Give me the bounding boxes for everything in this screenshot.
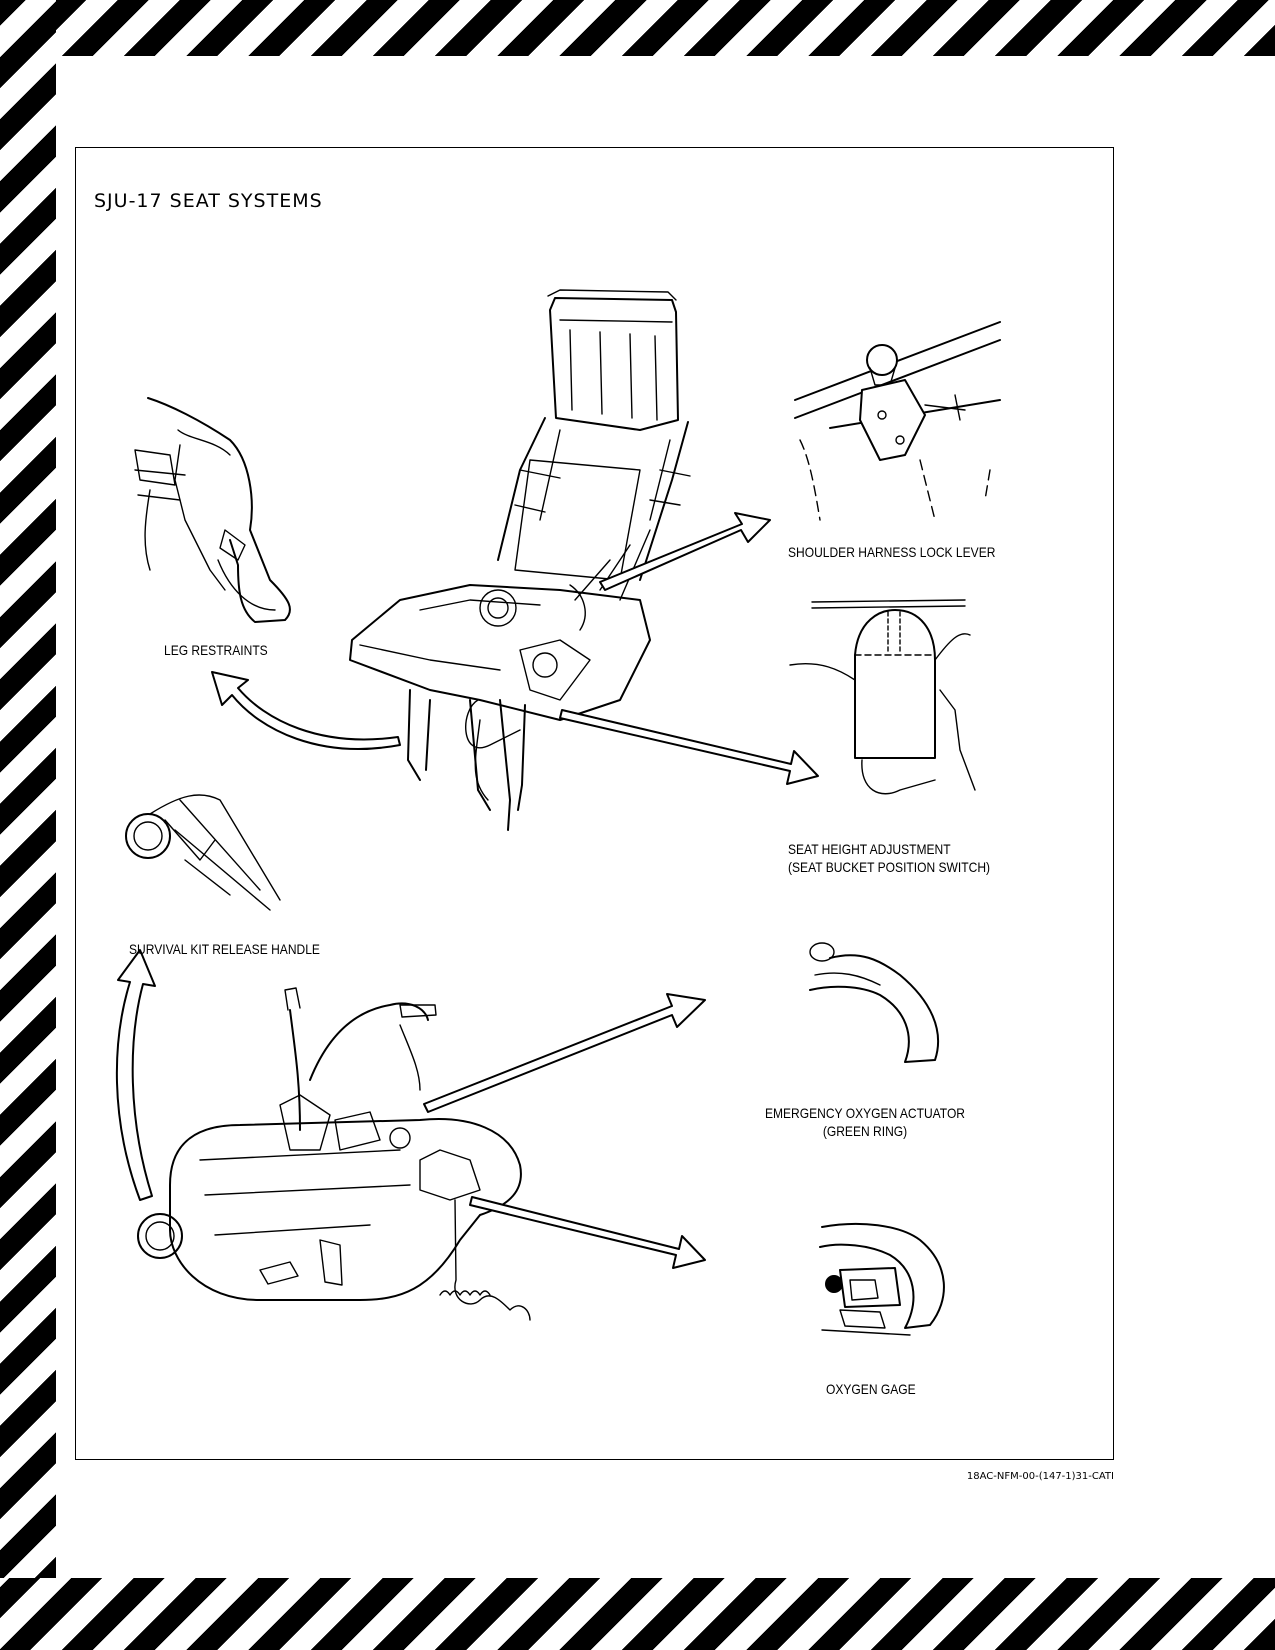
- survival-kit-handle-drawing: [125, 794, 281, 911]
- figure-title: SJU-17 SEAT SYSTEMS: [94, 190, 323, 212]
- shoulder-harness-drawing: [794, 321, 1001, 521]
- callout-emergency-oxygen-line2: (GREEN RING): [822, 1123, 908, 1139]
- document-id: 18AC-NFM-00-(147-1)31-CATI: [966, 1471, 1114, 1482]
- oxygen-gage-drawing: [819, 1222, 945, 1336]
- callout-oxygen-gage: OXYGEN GAGE: [826, 1381, 916, 1397]
- callout-seat-height-line2: (SEAT BUCKET POSITION SWITCH): [788, 859, 991, 875]
- survival-kit-drawing: [137, 987, 531, 1321]
- page-sheet: [56, 56, 1275, 1578]
- arrow-shoulder-harness: [599, 512, 771, 591]
- callout-emergency-oxygen-actuator: EMERGENCY OXYGEN ACTUATOR (GREEN RING): [758, 1104, 973, 1140]
- hazard-border-top: [0, 0, 1275, 56]
- arrow-seat-height: [559, 709, 819, 785]
- arrow-survival-kit: [115, 949, 156, 1201]
- callout-emergency-oxygen-line1: EMERGENCY OXYGEN ACTUATOR: [764, 1105, 966, 1121]
- hazard-border-bottom: [0, 1578, 1275, 1650]
- arrow-leg-restraints: [211, 671, 401, 750]
- arrow-emergency-oxygen: [423, 993, 706, 1113]
- callout-shoulder-harness-lock-lever: SHOULDER HARNESS LOCK LEVER: [788, 544, 996, 560]
- callout-survival-kit-release-handle: SURVIVAL KIT RELEASE HANDLE: [129, 941, 320, 957]
- leg-restraints-drawing: [134, 397, 291, 623]
- callout-leg-restraints: LEG RESTRAINTS: [164, 642, 268, 658]
- figure-frame: [75, 147, 1114, 1460]
- hazard-border-left: [0, 0, 56, 1650]
- arrow-oxygen-gage: [469, 1196, 706, 1269]
- callout-seat-height-line1: SEAT HEIGHT ADJUSTMENT: [788, 841, 951, 857]
- emergency-oxygen-drawing: [809, 942, 940, 1063]
- seat-height-drawing: [789, 599, 976, 795]
- ejection-seat-drawing: [349, 289, 691, 831]
- callout-seat-height-adjustment: SEAT HEIGHT ADJUSTMENT (SEAT BUCKET POSI…: [788, 840, 990, 876]
